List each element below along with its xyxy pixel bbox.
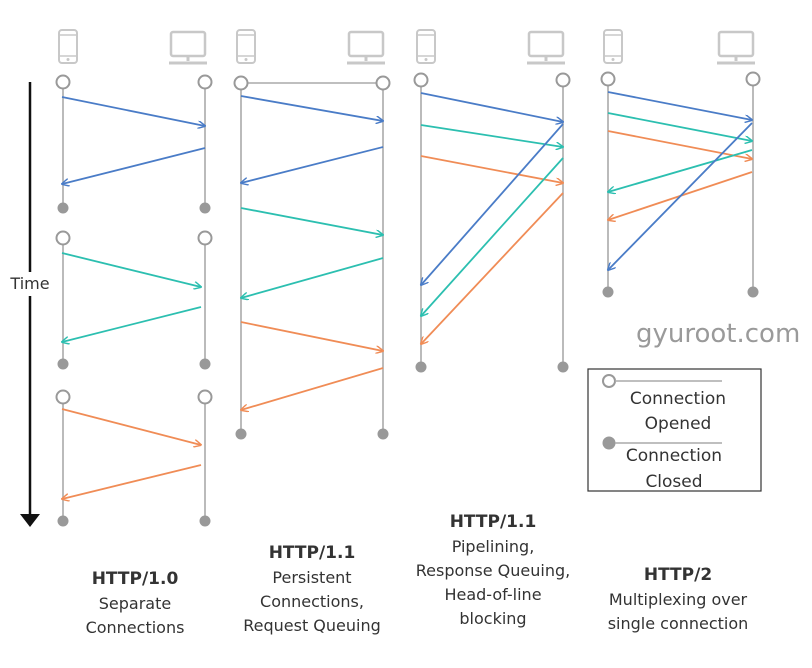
mobile-phone-icon — [236, 29, 256, 64]
connection-closed-marker — [57, 202, 69, 214]
request-arrow-orange — [240, 321, 383, 351]
phone-button — [244, 58, 248, 61]
panel-subtitle-line: Pipelining, — [452, 537, 535, 556]
connection-closed-marker — [377, 428, 389, 440]
connection-closed-marker — [235, 428, 247, 440]
legend-closed-marker — [602, 436, 722, 450]
desktop-monitor-icon — [717, 30, 755, 65]
response-arrow-blue — [608, 122, 753, 270]
desktop-monitor-icon — [347, 30, 385, 65]
request-arrow-blue — [420, 92, 563, 122]
phone-body — [236, 29, 256, 64]
desktop-monitor-icon — [527, 30, 565, 65]
desktop-monitor-icon — [169, 30, 207, 65]
connection-closed-marker — [199, 515, 211, 527]
request-arrow-blue — [607, 91, 752, 120]
connection-closed-marker — [57, 358, 69, 370]
connection-opened-marker — [55, 74, 71, 90]
phone-button — [66, 58, 70, 61]
request-arrow-teal — [240, 207, 383, 235]
legend-opened-line2: Opened — [645, 414, 712, 434]
response-arrow-blue — [241, 146, 384, 183]
connection-closed-marker — [57, 515, 69, 527]
request-arrow-blue — [240, 95, 383, 121]
legend: Connection Opened Connection Closed — [587, 368, 762, 492]
connection-opened-marker — [197, 74, 213, 90]
monitor-screen — [527, 30, 565, 58]
request-arrow-orange — [607, 130, 752, 159]
panel-subtitle-line: Connections, — [260, 592, 364, 611]
legend-opened-line1: Connection — [630, 389, 726, 409]
phone-body — [416, 29, 436, 64]
request-arrow-teal — [61, 252, 201, 287]
connection-closed-marker — [199, 202, 211, 214]
monitor-screen — [717, 30, 755, 58]
mobile-phone-icon — [603, 29, 623, 64]
connection-opened-marker — [745, 71, 761, 87]
connection-opened-marker — [233, 75, 249, 91]
request-arrow-orange — [420, 155, 563, 183]
panel-subtitle-line: Request Queuing — [243, 616, 381, 635]
request-arrow-teal — [607, 112, 752, 141]
request-arrow-blue — [61, 96, 205, 126]
panel-subtitle-line: single connection — [608, 614, 749, 633]
time-label: Time — [9, 274, 49, 293]
connection-closed-marker — [415, 361, 427, 373]
response-arrow-orange — [62, 464, 202, 499]
connection-opened-marker — [55, 389, 71, 405]
connection-opened-marker — [197, 389, 213, 405]
connection-opened-marker — [55, 230, 71, 246]
panel-title: HTTP/1.1 — [269, 543, 356, 563]
panel-subtitle-line: Response Queuing, — [416, 561, 570, 580]
response-arrow-teal — [421, 157, 564, 316]
request-arrow-orange — [61, 408, 201, 445]
panel-subtitle-line: Persistent — [272, 568, 351, 587]
panel-subtitle-line: Connections — [86, 618, 185, 637]
connection-closed-marker — [557, 361, 569, 373]
connection-opened-marker — [197, 230, 213, 246]
phone-body — [58, 29, 78, 64]
legend-opened-marker — [602, 374, 722, 388]
connection-opened-marker — [555, 72, 571, 88]
connection-closed-marker — [747, 286, 759, 298]
response-arrow-blue — [62, 147, 206, 184]
request-arrow-teal — [420, 124, 563, 147]
panel-subtitle-line: blocking — [459, 609, 526, 628]
monitor-screen — [169, 30, 207, 58]
panel-title: HTTP/1.1 — [450, 512, 537, 532]
response-arrow-orange — [421, 192, 564, 344]
mobile-phone-icon — [58, 29, 78, 64]
connection-closed-marker — [199, 358, 211, 370]
phone-button — [424, 58, 428, 61]
connection-closed-marker — [602, 286, 614, 298]
connection-opened-marker — [375, 75, 391, 91]
legend-closed-line1: Connection — [626, 446, 722, 466]
panel-title: HTTP/2 — [644, 565, 712, 585]
monitor-screen — [347, 30, 385, 58]
time-axis: Time — [8, 82, 54, 527]
watermark-text: gyuroot.com — [636, 319, 800, 349]
mobile-phone-icon — [416, 29, 436, 64]
response-arrow-teal — [241, 257, 384, 298]
panel-subtitle-line: Separate — [99, 594, 171, 613]
response-arrow-teal — [608, 149, 753, 192]
legend-closed-line2: Closed — [645, 472, 702, 492]
response-arrow-orange — [241, 367, 384, 410]
response-arrow-teal — [62, 306, 202, 342]
phone-button — [611, 58, 615, 61]
response-arrow-blue — [421, 123, 564, 285]
connection-opened-marker — [600, 71, 616, 87]
connection-opened-marker — [413, 72, 429, 88]
panel-subtitle-line: Multiplexing over — [609, 590, 748, 609]
panel-title: HTTP/1.0 — [92, 569, 179, 589]
panel-subtitle-line: Head-of-line — [444, 585, 541, 604]
phone-body — [603, 29, 623, 64]
